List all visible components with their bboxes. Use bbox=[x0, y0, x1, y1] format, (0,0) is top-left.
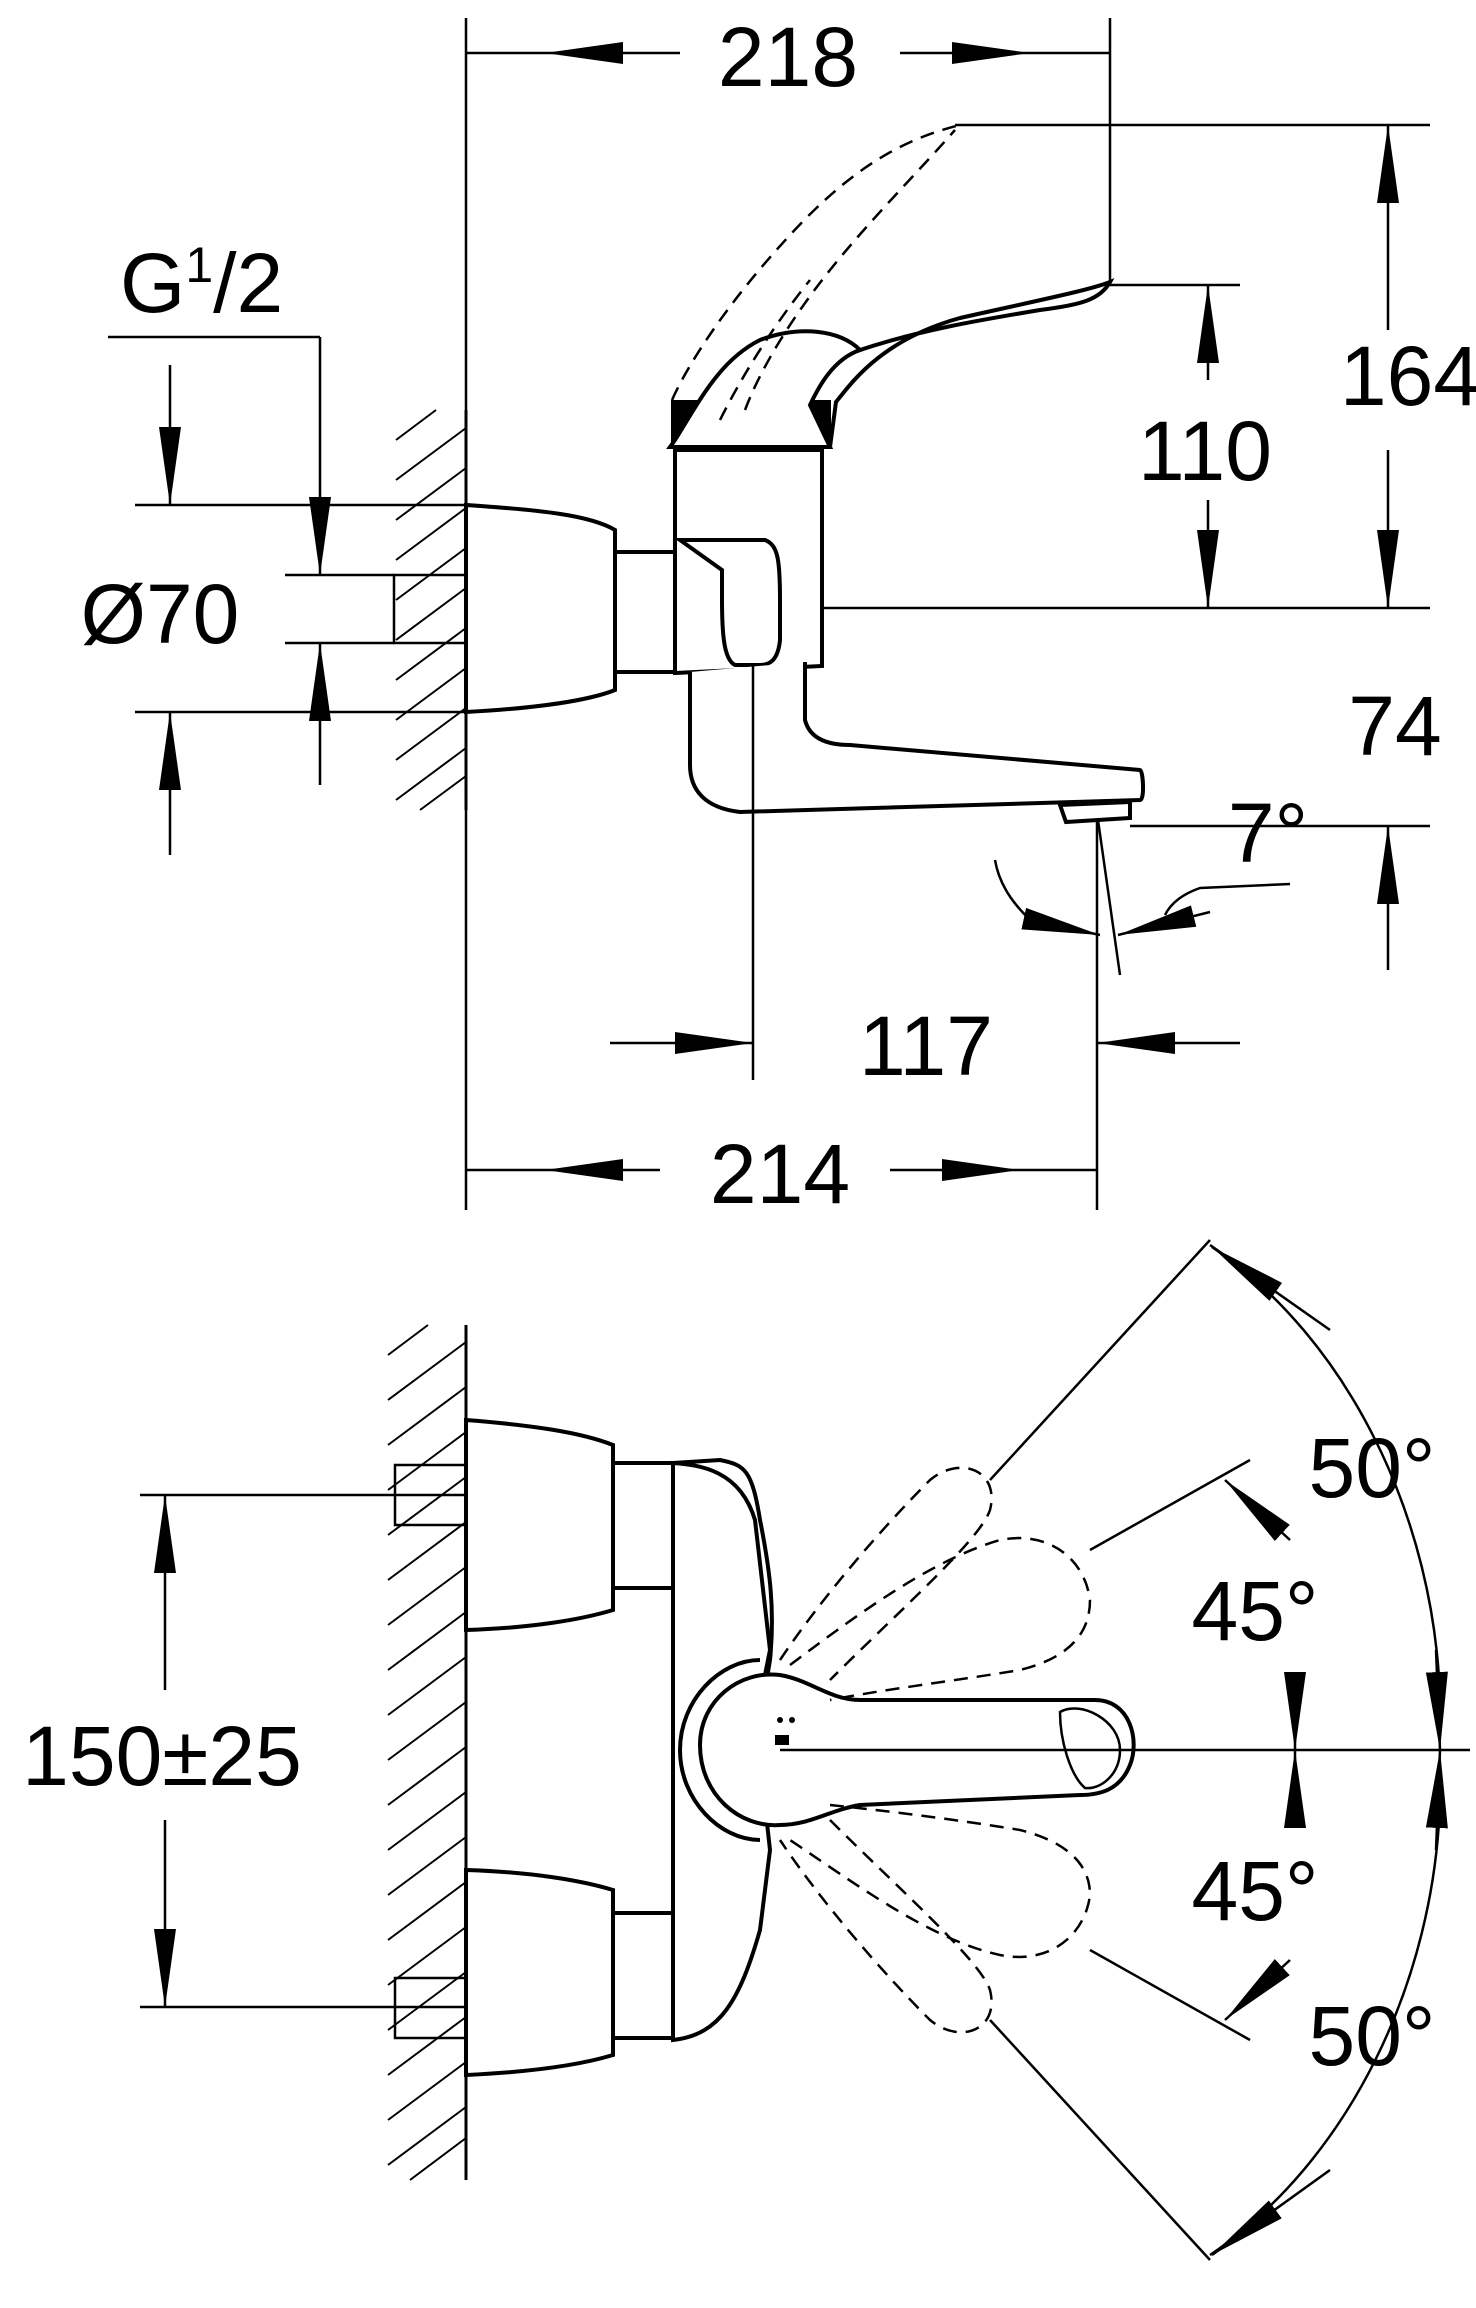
angle-label-inner-upper: 45° bbox=[1191, 1564, 1318, 1658]
dim-110-label: 110 bbox=[1138, 404, 1272, 498]
top-view: 50° 45° 45° 50° 150±25 bbox=[22, 1239, 1470, 2261]
spout-aerator bbox=[1057, 799, 1132, 825]
dim-117-label: 117 bbox=[859, 999, 993, 1093]
wall-hatching-bottom bbox=[387, 1324, 468, 2181]
angle-arc bbox=[1163, 882, 1291, 916]
wall-hatching-top bbox=[395, 409, 468, 811]
dim-218-label: 218 bbox=[718, 10, 858, 104]
dim-diameter-label: Ø70 bbox=[81, 567, 240, 661]
angle-label-inner-lower: 45° bbox=[1191, 1844, 1318, 1938]
indicator-dot bbox=[777, 1717, 783, 1723]
escutcheon-lower bbox=[464, 1867, 615, 2078]
angle-label-outer-lower: 50° bbox=[1308, 1989, 1435, 2083]
angle-arrow bbox=[1425, 1749, 1448, 1851]
spout bbox=[688, 662, 1145, 815]
outlet-flow-line bbox=[1096, 819, 1122, 976]
body-cover bbox=[673, 538, 782, 667]
angle-arrow bbox=[1211, 2168, 1331, 2257]
dim-74-label: 74 bbox=[1348, 679, 1441, 773]
angle-label-outer-upper: 50° bbox=[1308, 1421, 1435, 1515]
dim-thread-label: G1/2 bbox=[120, 236, 283, 330]
dim-214-label: 214 bbox=[710, 1127, 850, 1221]
connection-lower bbox=[611, 1911, 675, 2040]
lever-alt-outline bbox=[718, 279, 811, 421]
lever-alt-outline bbox=[743, 129, 956, 411]
dim-164-label: 164 bbox=[1340, 329, 1476, 423]
angle-arrow bbox=[1425, 1649, 1448, 1751]
lever-alt-outline bbox=[670, 123, 961, 401]
lever-root bbox=[666, 329, 864, 449]
angle-arrow bbox=[1021, 907, 1101, 937]
wall-flange bbox=[464, 502, 617, 715]
escutcheon-upper bbox=[464, 1417, 615, 1633]
indicator-dot bbox=[789, 1717, 795, 1723]
angle-arrow bbox=[1211, 1245, 1331, 1332]
angle-line bbox=[989, 1239, 1211, 1481]
connection-piece bbox=[613, 550, 677, 674]
dim-7deg-label: 7° bbox=[1228, 786, 1308, 880]
connection-upper bbox=[611, 1461, 675, 1590]
angle-arrow bbox=[1224, 1959, 1291, 2021]
lever-alt-positions bbox=[778, 1466, 1092, 2034]
dim-centers-label: 150±25 bbox=[22, 1709, 302, 1803]
angle-arrow bbox=[1117, 905, 1211, 937]
angle-arc bbox=[993, 859, 1031, 921]
lever-tip bbox=[1058, 1707, 1122, 1790]
side-view: 218 164 110 74 7° 117 214 bbox=[81, 10, 1476, 1221]
angle-line bbox=[1089, 1948, 1251, 2042]
indicator-mark bbox=[775, 1735, 789, 1745]
angle-arrow bbox=[1224, 1479, 1291, 1541]
angle-line bbox=[1089, 1458, 1251, 1552]
angle-line bbox=[989, 2019, 1211, 2261]
